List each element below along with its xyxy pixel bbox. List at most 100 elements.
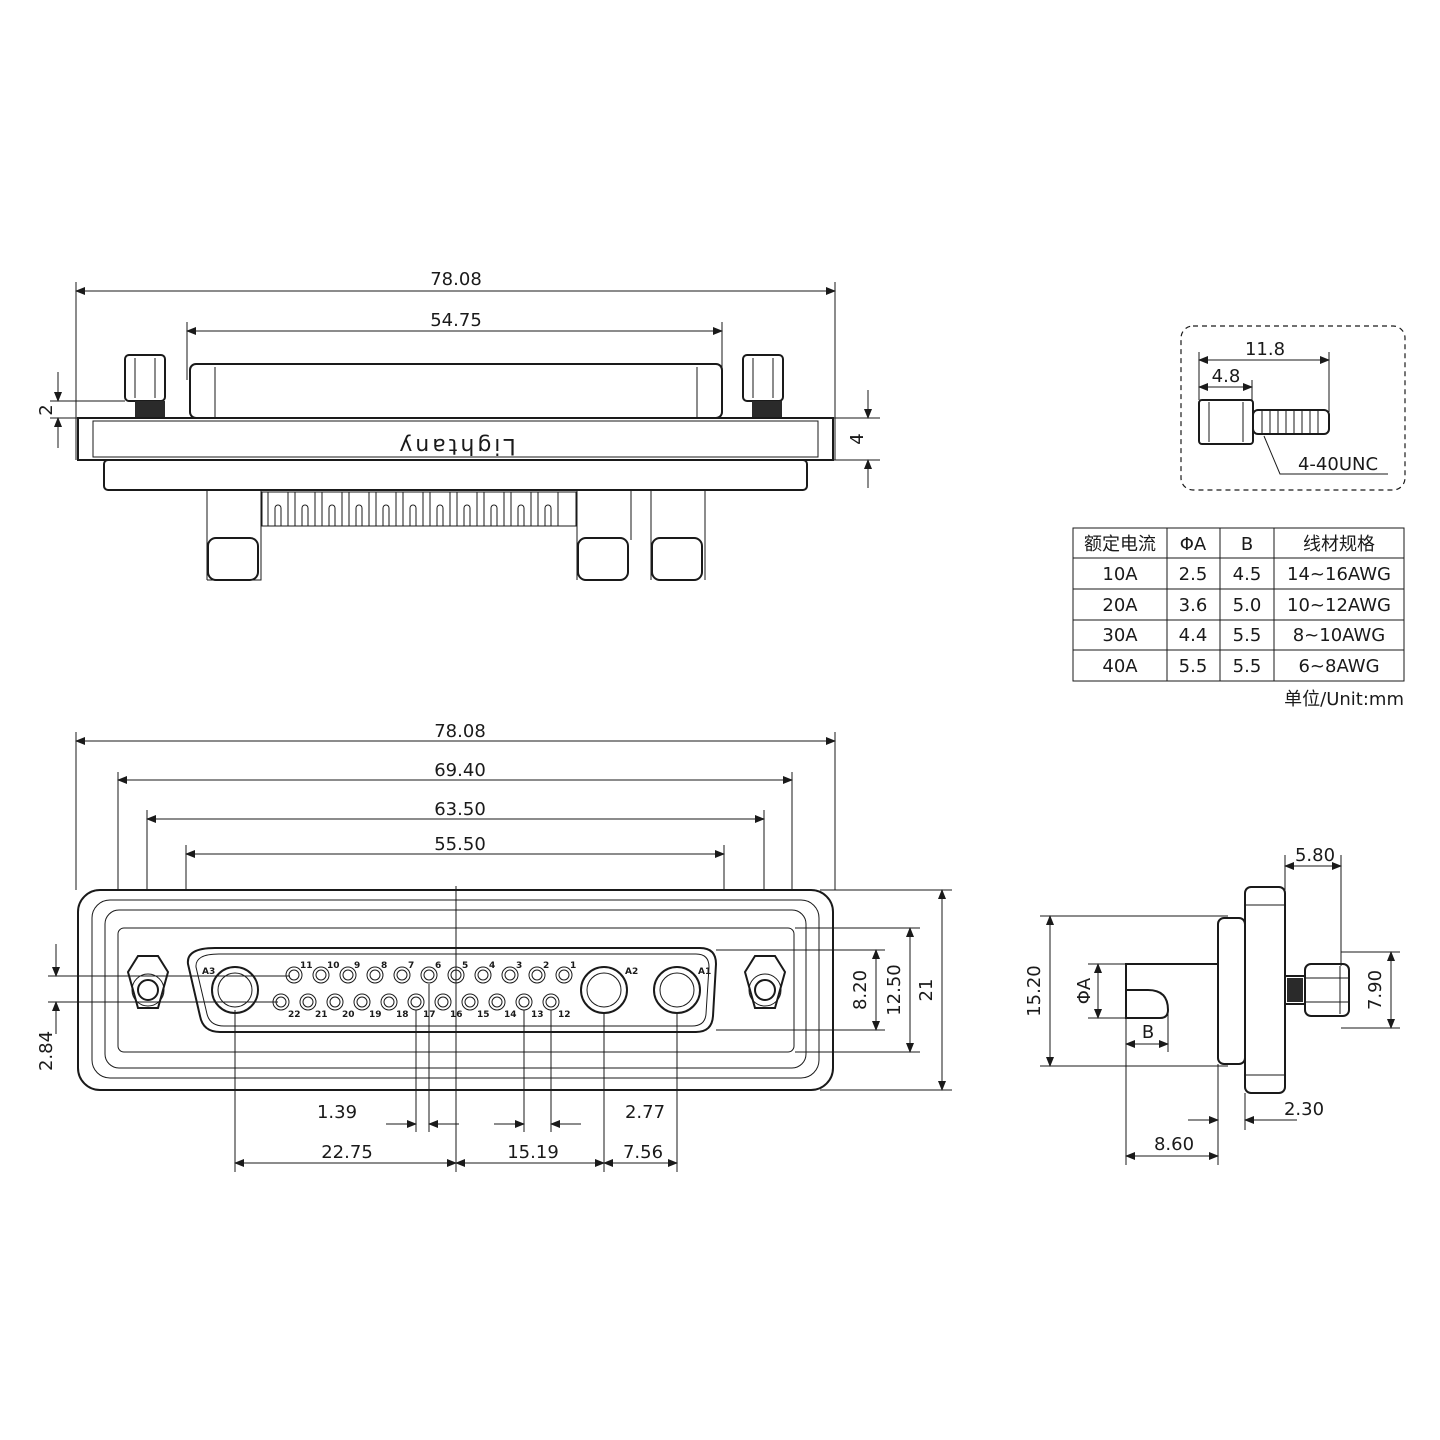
dim-inner-d: 55.50 <box>434 834 486 855</box>
pin-label: 20 <box>342 1010 355 1020</box>
dim-row-offset: 2.84 <box>36 1031 57 1071</box>
dim-flange-thickness: 4 <box>847 433 868 444</box>
table-cell: 4.5 <box>1233 564 1262 585</box>
dim-inner-height: 8.20 <box>850 970 871 1010</box>
top-power-contacts <box>206 490 706 581</box>
screw-thread-label: 4-40UNC <box>1298 454 1378 475</box>
header-phi-a: ΦA <box>1180 534 1207 555</box>
dim-hole-spacing: 69.40 <box>434 760 486 781</box>
dim-power-pin-offset: 2.77 <box>625 1102 665 1123</box>
left-screw-post <box>124 354 166 402</box>
d-shell-inner <box>195 953 710 1027</box>
table-cell: 8~10AWG <box>1293 625 1386 646</box>
pin-labels-top: 11 10 9 8 7 6 5 4 3 2 1 <box>300 961 576 971</box>
pin-label: 11 <box>300 961 313 971</box>
pin-label: 4 <box>489 961 495 971</box>
side-shell <box>1217 917 1246 1065</box>
pin-label: 8 <box>381 961 387 971</box>
left-hex-nut <box>126 955 170 1009</box>
dim-a3-offset: 22.75 <box>321 1142 373 1163</box>
pin-label: 10 <box>327 961 340 971</box>
table-cell: 10~12AWG <box>1287 595 1391 616</box>
dim-screw-length: 11.8 <box>1245 339 1285 360</box>
pin-label: 5 <box>462 961 468 971</box>
unit-note: 单位/Unit:mm <box>1284 689 1404 710</box>
table-cell: 40A <box>1102 656 1138 677</box>
pin-label: 3 <box>516 961 522 971</box>
dim-outer-d: 63.50 <box>434 799 486 820</box>
side-flange <box>1244 886 1286 1094</box>
pin-label: 7 <box>408 961 414 971</box>
dim-cup-offset: B <box>1142 1022 1154 1043</box>
table-row: 40A 5.5 5.5 6~8AWG <box>1102 656 1379 677</box>
dim-side-height: 15.20 <box>1024 965 1045 1017</box>
table-cell: 5.5 <box>1179 656 1208 677</box>
table-cell: 14~16AWG <box>1287 564 1391 585</box>
pin-label: 21 <box>315 1010 328 1020</box>
table-cell: 5.5 <box>1233 656 1262 677</box>
brand-text: Lightany <box>396 433 515 458</box>
dim-top-overall: 78.08 <box>430 269 482 290</box>
pin-label: 6 <box>435 961 441 971</box>
pin-label: 14 <box>504 1010 517 1020</box>
dim-nut-length: 5.80 <box>1295 845 1335 866</box>
dim-contact-diameter: ΦA <box>1074 977 1095 1004</box>
pin-label: 1 <box>570 961 576 971</box>
side-view: 5.80 15.20 ΦA B 7.90 2.30 8.60 <box>1024 845 1400 1165</box>
screw-head <box>1198 399 1254 445</box>
dim-power-pitch: 7.56 <box>623 1142 663 1163</box>
dim-flange-offset: 2.30 <box>1284 1099 1324 1120</box>
dim-top-shell: 54.75 <box>430 310 482 331</box>
table-row: 30A 4.4 5.5 8~10AWG <box>1102 625 1385 646</box>
pin-label: 12 <box>558 1010 571 1020</box>
table-cell: 5.0 <box>1233 595 1262 616</box>
dim-power-span: 15.19 <box>507 1142 559 1163</box>
pin-label: 15 <box>477 1010 490 1020</box>
pin-label: 13 <box>531 1010 544 1020</box>
top-shell <box>189 363 723 419</box>
dim-screw-height: 7.90 <box>1365 970 1386 1010</box>
dim-tail-length: 8.60 <box>1154 1134 1194 1155</box>
power-label-a3: A3 <box>202 967 215 977</box>
right-hex-nut <box>743 955 787 1009</box>
pin-label: 2 <box>543 961 549 971</box>
screw-detail: 11.8 4.8 4-40UNC <box>1180 325 1406 491</box>
dim-pin-pitch: 1.39 <box>317 1102 357 1123</box>
pin-label: 9 <box>354 961 360 971</box>
pin-label: 22 <box>288 1010 301 1020</box>
power-label-a1: A1 <box>698 967 711 977</box>
header-rated-current: 额定电流 <box>1084 534 1156 555</box>
table-cell: 4.4 <box>1179 625 1208 646</box>
spec-table: 额定电流 ΦA B 线材规格 10A 2.5 4.5 14~16AWG 20A … <box>1072 527 1405 710</box>
dim-screw-head: 4.8 <box>1212 366 1241 387</box>
d-shell-outer <box>186 947 718 1033</box>
top-flange <box>77 417 834 461</box>
table-cell: 5.5 <box>1233 625 1262 646</box>
side-screw-nut <box>1304 963 1350 1017</box>
table-cell: 30A <box>1102 625 1138 646</box>
dim-flange-height: 21 <box>916 979 937 1002</box>
right-screw-post <box>742 354 784 402</box>
top-view: 78.08 54.75 Lightany <box>36 269 880 581</box>
table-cell: 20A <box>1102 595 1138 616</box>
side-solder-cup <box>1125 963 1218 1019</box>
table-cell: 6~8AWG <box>1298 656 1379 677</box>
dim-screw-gap: 2 <box>36 404 57 415</box>
table-cell: 3.6 <box>1179 595 1208 616</box>
dim-outer-height: 12.50 <box>884 964 905 1016</box>
signal-pins-top <box>285 966 573 984</box>
top-pin-comb <box>261 491 577 527</box>
header-wire-spec: 线材规格 <box>1303 534 1375 555</box>
table-row: 10A 2.5 4.5 14~16AWG <box>1102 564 1391 585</box>
pin-label: 18 <box>396 1010 409 1020</box>
front-view: 78.08 69.40 63.50 55.50 <box>36 721 952 1172</box>
table-cell: 10A <box>1102 564 1138 585</box>
dim-front-overall: 78.08 <box>434 721 486 742</box>
table-row: 20A 3.6 5.0 10~12AWG <box>1102 595 1391 616</box>
power-label-a2: A2 <box>625 967 638 977</box>
table-cell: 2.5 <box>1179 564 1208 585</box>
pin-label: 19 <box>369 1010 382 1020</box>
signal-pins-bottom <box>272 993 560 1011</box>
spec-table-header: 额定电流 ΦA B 线材规格 <box>1084 534 1375 555</box>
